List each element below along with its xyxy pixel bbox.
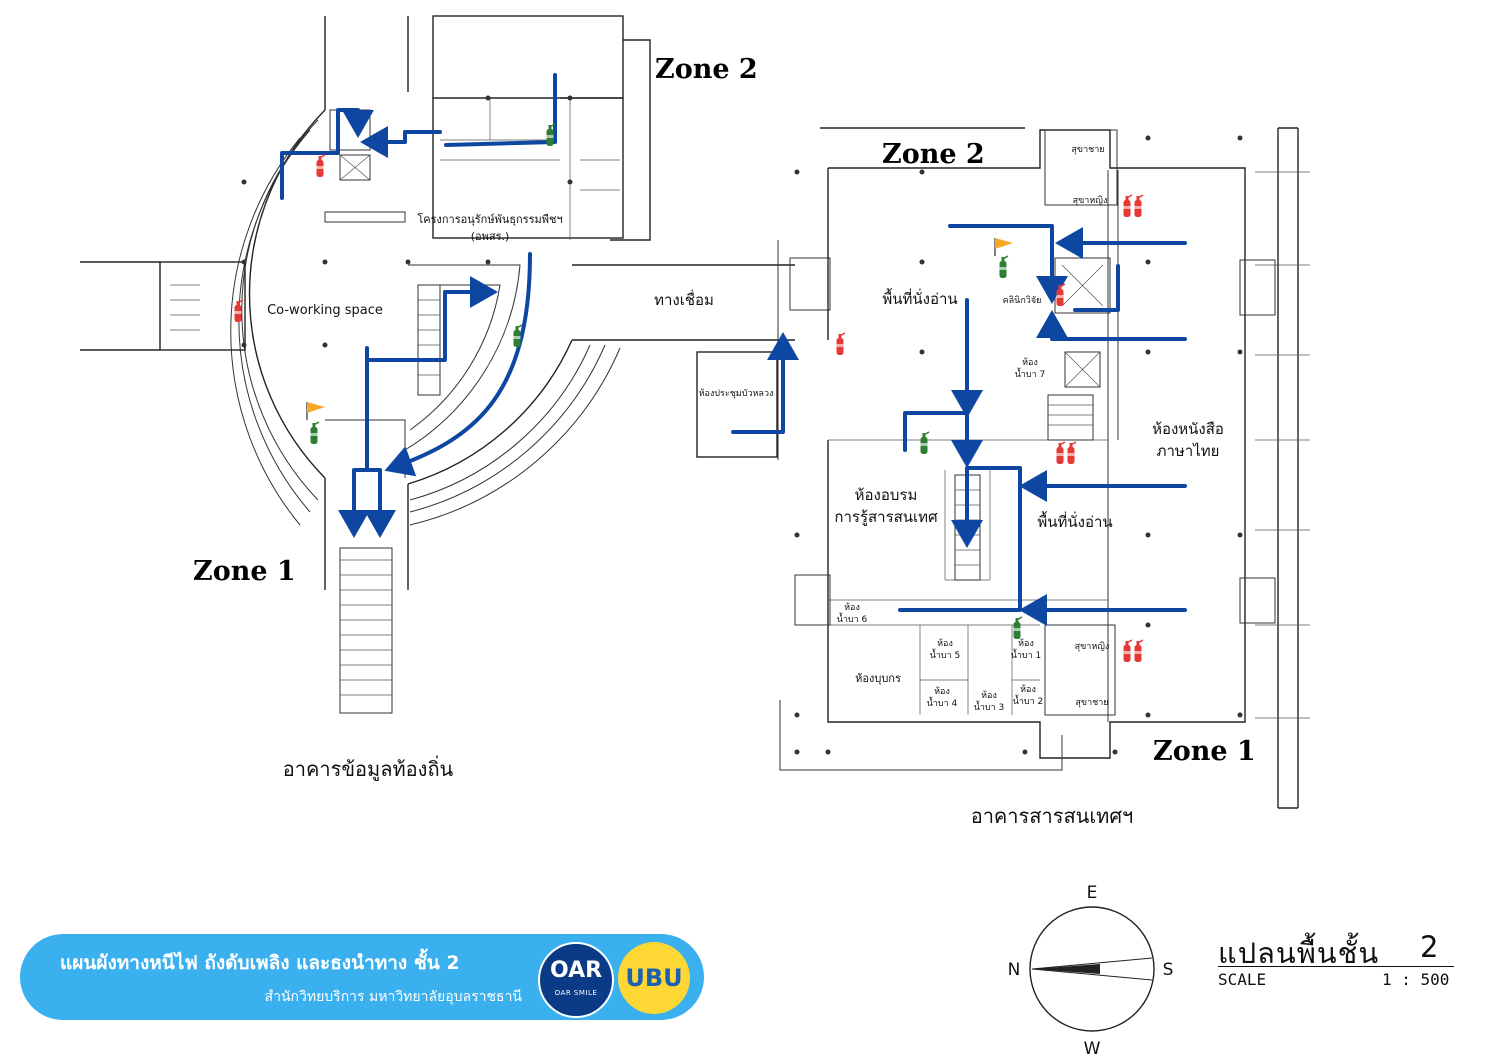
room-label: น้ำบา 2 (1013, 694, 1044, 707)
room-label: น้ำบา 4 (927, 696, 958, 709)
plan-title-underline (1218, 966, 1454, 967)
room-label-training: การรู้สารสนเทศ (834, 508, 938, 526)
banner-title: แผนผังทางหนีไฟ ถังดับเพลิง และธงนำทาง ชั… (60, 952, 460, 974)
room-label-thai-books: ห้องหนังสือ (1152, 420, 1224, 438)
room-label-toilet: สุขาชาย (1075, 698, 1108, 708)
room-label: ห้อง (981, 690, 997, 701)
right-building-walls (779, 127, 1310, 809)
room-label-reading-bottom: พื้นที่นั่งอ่าน (1037, 511, 1112, 531)
room-label: ห้อง (1020, 684, 1036, 695)
plan-title: แปลนพื้นชั้น (1218, 936, 1380, 970)
room-label-training: ห้องอบรม (855, 486, 918, 504)
fire-extinguisher-icon (919, 431, 930, 455)
guide-flag-icon (306, 401, 326, 421)
room-label: ห้อง (1018, 638, 1034, 649)
fire-extinguisher-icon (309, 421, 320, 445)
room-label: ห้อง (844, 602, 860, 613)
compass-east: E (1087, 883, 1098, 903)
guide-flag-icon (994, 237, 1014, 257)
compass-south: S (1163, 960, 1174, 980)
zone-label: Zone 1 (1153, 736, 1256, 767)
room-label-bridge: ทางเชื่อม (654, 289, 714, 309)
fire-extinguisher-icon (835, 332, 846, 356)
banner-subtitle: สำนักวิทยบริการ มหาวิทยาลัยอุบลราชธานี (264, 989, 522, 1005)
room-label-clinic: คลินิกวิจัย (1003, 295, 1042, 306)
escape-routes (280, 73, 1187, 626)
compass-rose: E N S W (1008, 883, 1174, 1058)
right-columns (794, 135, 1243, 755)
fire-extinguisher-icon (1133, 639, 1144, 663)
room-label-meeting: ห้องประชุมบัวหลวง (699, 388, 774, 399)
bridge-walls (572, 240, 831, 460)
room-label: น้ำบา 7 (1015, 367, 1046, 380)
room-label-reading-top: พื้นที่นั่งอ่าน (882, 288, 957, 308)
fire-extinguisher-icon (1012, 616, 1023, 640)
room-label: ห้อง (934, 686, 950, 697)
left-columns (241, 95, 573, 348)
room-label-toilet: สุขาหญิง (1073, 195, 1108, 206)
fire-extinguisher-icon (1055, 441, 1066, 465)
room-label-smoking: ห้องบุบกร (855, 672, 901, 685)
room-label: น้ำบา 3 (974, 700, 1005, 713)
fire-extinguisher-icon (315, 154, 326, 178)
fire-extinguisher-icon (1055, 283, 1066, 307)
compass-north: N (1008, 960, 1021, 980)
room-label: น้ำบา 1 (1011, 648, 1042, 661)
room-label-toilet: สุขาหญิง (1075, 641, 1110, 652)
zone-label: Zone 2 (882, 139, 985, 170)
fire-extinguisher-icon (1122, 194, 1133, 218)
fire-extinguisher-icon (1066, 441, 1077, 465)
building-name-right: อาคารสารสนเทศฯ (971, 804, 1134, 828)
room-label: ห้อง (937, 638, 953, 649)
fire-extinguisher-icon (1122, 639, 1133, 663)
oar-logo: OAR OAR SMILE (538, 942, 614, 1018)
room-label: น้ำบา 6 (837, 612, 868, 625)
scale-label: SCALE (1218, 970, 1267, 989)
ubu-logo: UBU (618, 942, 690, 1014)
zone-label: Zone 1 (193, 556, 296, 587)
room-label-thai-books: ภาษาไทย (1157, 442, 1220, 460)
room-label: โครงการอนุรักษ์พันธุกรรมพืชฯ (417, 212, 562, 226)
room-label: (อพสร.) (471, 230, 510, 243)
room-label: น้ำบา 5 (930, 648, 961, 661)
plan-floor-number: 2 (1420, 930, 1439, 964)
fire-extinguisher-icons (233, 123, 1144, 663)
zone-label: Zone 2 (655, 54, 758, 85)
room-label-coworking: Co-working space (267, 303, 383, 318)
compass-west: W (1084, 1039, 1101, 1058)
fire-extinguisher-icon (998, 255, 1009, 279)
building-name-left: อาคารข้อมูลท้องถิ่น (283, 755, 454, 782)
oar-logo-caption: OAR SMILE (554, 989, 598, 997)
oar-logo-text: OAR (549, 958, 603, 983)
scale-value: 1 : 500 (1382, 970, 1450, 989)
room-label-toilet: สุขาชาย (1071, 145, 1104, 155)
title-banner: แผนผังทางหนีไฟ ถังดับเพลิง และธงนำทาง ชั… (20, 934, 704, 1020)
room-label: ห้อง (1022, 357, 1038, 368)
fire-extinguisher-icon (1133, 194, 1144, 218)
